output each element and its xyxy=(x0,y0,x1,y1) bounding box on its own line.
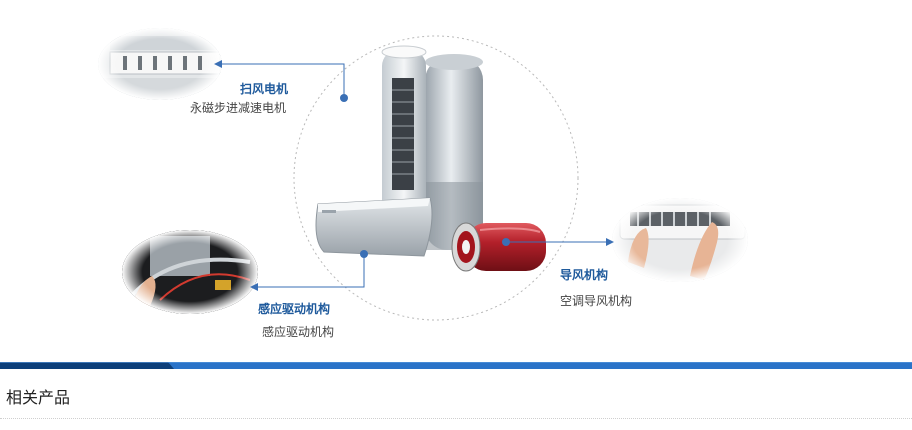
wall-ac-unit-icon xyxy=(315,197,433,257)
arrow-left-icon xyxy=(250,283,258,291)
feature-subtitle-sensor-drive: 感应驱动机构 xyxy=(262,325,335,339)
feature-title-guide-mechanism: 导风机构 xyxy=(560,268,609,282)
louver-closeup-icon xyxy=(98,28,222,100)
feature-diagram-svg xyxy=(98,28,748,321)
related-products-title: 相关产品 xyxy=(6,388,71,407)
callout-dot-bottom xyxy=(360,250,368,258)
feature-title-sensor-drive: 感应驱动机构 xyxy=(258,302,331,316)
section-divider xyxy=(0,418,912,419)
feature-subtitle-guide-mechanism: 空调导风机构 xyxy=(560,294,633,308)
tower-ac-unit-icon xyxy=(381,45,483,250)
product-circle-outline xyxy=(293,35,579,321)
wiring-sensor-icon xyxy=(122,230,258,314)
arrow-right-icon xyxy=(606,238,614,246)
callout-lines xyxy=(222,63,608,288)
callout-dot-right xyxy=(502,238,510,246)
hand-adjusting-ac-icon xyxy=(612,198,748,282)
callout-dot-top xyxy=(340,94,348,102)
product-feature-diagram: 扫风电机 永磁步进减速电机 导风机构 空调导风机构 感应驱动机构 感应驱动机构 xyxy=(98,28,748,339)
section-header-bar xyxy=(0,362,912,369)
red-motor-icon xyxy=(451,222,546,272)
feature-subtitle-scan-motor: 永磁步进减速电机 xyxy=(190,101,287,115)
arrow-left-icon xyxy=(214,60,222,68)
feature-title-scan-motor: 扫风电机 xyxy=(240,82,289,96)
callout-markers xyxy=(214,60,614,291)
